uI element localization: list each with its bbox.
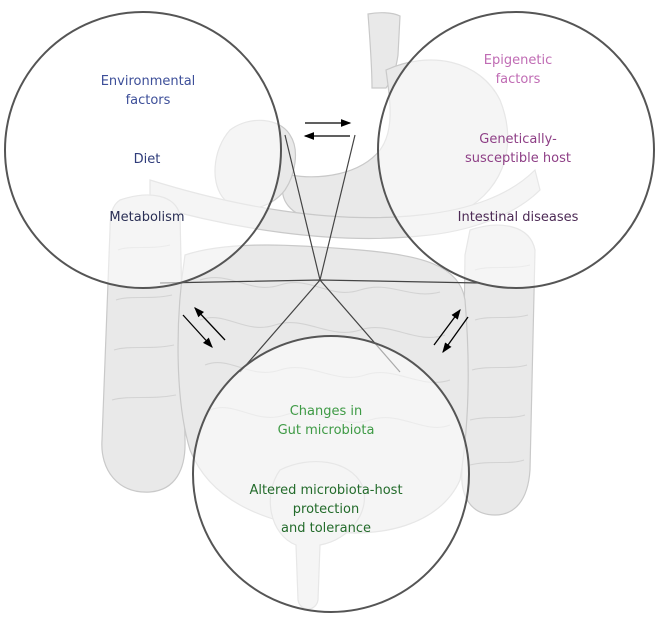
epigenetic-factors-label-line1: Epigenetic [483,53,553,68]
environmental-factors-label-line1: Environmental [100,74,196,89]
connector-triangle-right [318,279,481,373]
diet-label: Diet [133,152,161,167]
environmental-factors-label-line2: factors [125,93,171,108]
epigenetic-circle [377,11,655,289]
altered-microbiota-host-label: Altered microbiota-host [249,483,403,498]
double-arrow-icon [182,119,469,354]
protection-label: protection [292,502,360,517]
changes-in-label: Changes in [289,404,363,419]
environmental-circle [4,11,282,289]
genetically-susceptible-label-line1: Genetically- [479,132,557,147]
connector-lines [159,134,481,373]
metabolism-label: Metabolism [109,210,185,225]
gut-microbiota-label: Gut microbiota [277,423,375,438]
epigenetic-factors-label-line2: factors [495,72,541,87]
microbiota-circle [192,335,470,613]
genetically-susceptible-label-line2: susceptible host [465,151,571,166]
intestinal-diseases-label: Intestinal diseases [457,210,579,225]
and-tolerance-label: and tolerance [281,521,371,536]
overlay-circles [4,11,655,613]
